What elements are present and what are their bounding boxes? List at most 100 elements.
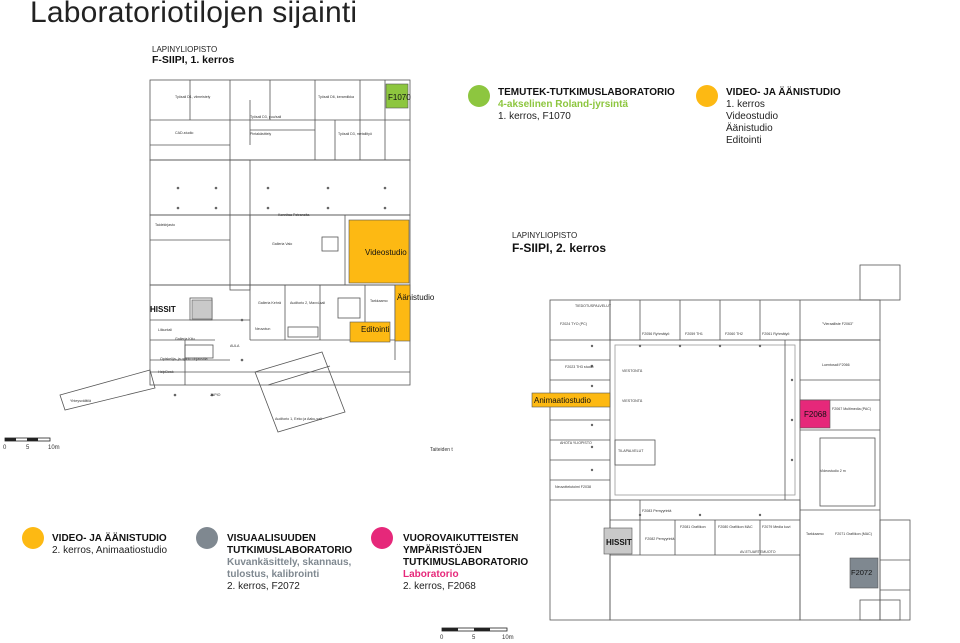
svg-text:Neuvotun: Neuvotun: [255, 327, 270, 331]
svg-text:Työsali D1, viimeistely: Työsali D1, viimeistely: [175, 95, 211, 99]
legend-visual-loc: 2. kerros, F2072: [227, 581, 300, 592]
svg-text:AULA: AULA: [230, 344, 240, 348]
video1-legend-dot: [696, 85, 718, 107]
floor2-name: F-SIIPI, 2. kerros: [512, 241, 607, 255]
svg-text:JAPIO: JAPIO: [210, 393, 221, 397]
legend-visual-title2: TUTKIMUSLABORATORIO: [227, 545, 353, 556]
svg-text:F2082 Pernyyrintä: F2082 Pernyyrintä: [645, 537, 674, 541]
svg-text:AHOTA YLIOPISTO: AHOTA YLIOPISTO: [560, 441, 592, 445]
temutek-legend-dot: [468, 85, 490, 107]
legend-vuoro-title1: VUOROVAIKUTTEISTEN: [403, 533, 519, 544]
svg-text:Galleria Kehrä: Galleria Kehrä: [258, 301, 281, 305]
svg-text:F2067 Multimedia (PAC): F2067 Multimedia (PAC): [832, 407, 871, 411]
legend-video1-line2: Videostudio: [726, 111, 779, 122]
svg-text:VIESTONTÄ: VIESTONTÄ: [622, 399, 643, 403]
svg-text:Konnitsa Petraneita: Konnitsa Petraneita: [278, 213, 309, 217]
legend-visual-sub2: tulostus, kalibrointi: [227, 569, 320, 580]
svg-text:Taiteiden t: Taiteiden t: [430, 447, 453, 453]
svg-text:5: 5: [26, 445, 30, 451]
svg-text:F2061 Ryhmätyö: F2061 Ryhmätyö: [762, 332, 789, 336]
visual-legend-dot: [196, 527, 218, 549]
room-animaatiostudio-label: Animaatiostudio: [534, 396, 591, 405]
svg-text:Galleria Kitu: Galleria Kitu: [175, 337, 195, 341]
svg-text:F2081 Grafiikon: F2081 Grafiikon: [680, 525, 706, 529]
floor1-scale-bar: 0 5 10m: [3, 437, 60, 451]
legend-vuoro: VUOROVAIKUTTEISTEN YMPÄRISTÖJEN TUTKIMUS…: [403, 533, 528, 593]
legend-video2: VIDEO- JA ÄÄNISTUDIO 2. kerros, Animaati…: [52, 533, 167, 557]
svg-text:0: 0: [440, 635, 444, 641]
svg-text:Työsali D3, metallityö: Työsali D3, metallityö: [338, 132, 372, 136]
legend-video2-title: VIDEO- JA ÄÄNISTUDIO: [52, 533, 167, 544]
vuoro-legend-dot: [371, 527, 393, 549]
svg-text:Neuvottelutoimi F2038: Neuvottelutoimi F2038: [555, 485, 591, 489]
legend-video1-line4: Editointi: [726, 135, 762, 146]
svg-text:Videostudio 2 m: Videostudio 2 m: [820, 469, 846, 473]
room-aanistudio-label: Äänistudio: [397, 293, 435, 302]
svg-text:AV-ETUARTEMUOTO: AV-ETUARTEMUOTO: [740, 550, 776, 554]
svg-text:Pintakäsittely: Pintakäsittely: [250, 132, 271, 136]
room-videostudio-label: Videostudio: [365, 248, 407, 257]
legend-vuoro-title3: TUTKIMUSLABORATORIO: [403, 557, 529, 568]
svg-text:Auditorio 2, Maxxi-sali: Auditorio 2, Maxxi-sali: [290, 301, 325, 305]
svg-text:TILAPALVELUT: TILAPALVELUT: [618, 449, 644, 453]
video2-legend-dot: [22, 527, 44, 549]
legend-temutek: TEMUTEK-TUTKIMUSLABORATORIO 4-akselinen …: [498, 87, 675, 123]
svg-text:Liikuntali: Liikuntali: [158, 328, 172, 332]
svg-text:Yhteysvälitilä: Yhteysvälitilä: [70, 399, 91, 403]
svg-text:F2024 TYO (PC): F2024 TYO (PC): [560, 322, 587, 326]
floor2-scale-bar: 0 5 10m: [440, 627, 514, 641]
room-f2072-label: F2072: [851, 568, 872, 577]
legend-temutek-sub: 4-akselinen Roland-jyrsintä: [498, 99, 629, 110]
svg-text:TIEDOTUSPALVELUT: TIEDOTUSPALVELUT: [575, 304, 612, 308]
svg-text:Galleria Valo: Galleria Valo: [272, 242, 292, 246]
svg-text:F2023 TH3 studio: F2023 TH3 studio: [565, 365, 594, 369]
svg-text:F2059 TH1: F2059 TH1: [685, 332, 703, 336]
room-f1070-label: F1070: [388, 93, 411, 102]
page-title: Laboratoriotilojen sijainti: [30, 0, 358, 29]
svg-text:F2056 Ryhmätyö: F2056 Ryhmätyö: [642, 332, 669, 336]
svg-text:F2060 TH2: F2060 TH2: [725, 332, 743, 336]
room-editointi-label: Editointi: [361, 325, 390, 334]
svg-text:F2071 Grafiikon (MAC): F2071 Grafiikon (MAC): [835, 532, 872, 536]
floor2-org: LAPINYLIOPISTO: [512, 231, 578, 240]
svg-text:CAD-studio: CAD-studio: [175, 131, 193, 135]
room-hissit2-label: HISSIT: [606, 538, 632, 547]
legend-temutek-title: TEMUTEK-TUTKIMUSLABORATORIO: [498, 87, 675, 98]
legend-temutek-loc: 1. kerros, F1070: [498, 111, 571, 122]
floor1-name: F-SIIPI, 1. kerros: [152, 54, 235, 66]
legend-video1: VIDEO- JA ÄÄNISTUDIO 1. kerros Videostud…: [726, 87, 841, 147]
svg-text:Opiskelija- ja opinto ohjausti: Opiskelija- ja opinto ohjaustila: [160, 357, 208, 361]
svg-text:Taidekirjasto: Taidekirjasto: [155, 223, 175, 227]
room-hissit-label: HISSIT: [150, 305, 176, 314]
legend-video1-title: VIDEO- JA ÄÄNISTUDIO: [726, 87, 841, 98]
svg-text:5: 5: [472, 635, 476, 641]
legend-video2-loc: 2. kerros, Animaatiostudio: [52, 545, 168, 556]
svg-text:VIESTONTÄ: VIESTONTÄ: [622, 369, 643, 373]
svg-text:Auditorio 1, Eeko ja Aaku-sali: Auditorio 1, Eeko ja Aaku-sali: [275, 417, 322, 421]
svg-text:Työsali D3, puu/sali: Työsali D3, puu/sali: [250, 115, 281, 119]
room-f2068-label: F2068: [804, 410, 827, 419]
svg-text:10m: 10m: [502, 635, 514, 641]
svg-text:10m: 10m: [48, 445, 60, 451]
legend-visual-title1: VISUAALISUUDEN: [227, 533, 316, 544]
svg-text:Tarkkaamo: Tarkkaamo: [806, 532, 824, 536]
svg-text:0: 0: [3, 445, 7, 451]
svg-text:Tarkkaamo: Tarkkaamo: [370, 299, 388, 303]
legend-visual: VISUAALISUUDEN TUTKIMUSLABORATORIO Kuvan…: [227, 533, 352, 593]
svg-text:F2079 Media kuvi: F2079 Media kuvi: [762, 525, 791, 529]
legend-video1-line1: 1. kerros: [726, 99, 765, 110]
legend-vuoro-loc: 2. kerros, F2068: [403, 581, 476, 592]
legend-visual-sub1: Kuvankäsittely, skannaus,: [227, 557, 352, 568]
svg-text:Työsali D6, keramiikka: Työsali D6, keramiikka: [318, 95, 354, 99]
svg-text:Luentosali F2066: Luentosali F2066: [822, 363, 850, 367]
legend-video1-line3: Äänistudio: [726, 123, 773, 134]
svg-text:"Vieraalliste F2063": "Vieraalliste F2063": [822, 322, 854, 326]
svg-text:F2083 Pernyyrintä: F2083 Pernyyrintä: [642, 509, 671, 513]
legend-vuoro-sub: Laboratorio: [403, 569, 459, 580]
legend-vuoro-title2: YMPÄRISTÖJEN: [403, 545, 482, 556]
svg-text:HelpDesk: HelpDesk: [158, 370, 174, 374]
floor1-org: LAPINYLIOPISTO: [152, 45, 218, 54]
svg-text:F2080 Grafiikon MAC: F2080 Grafiikon MAC: [718, 525, 753, 529]
